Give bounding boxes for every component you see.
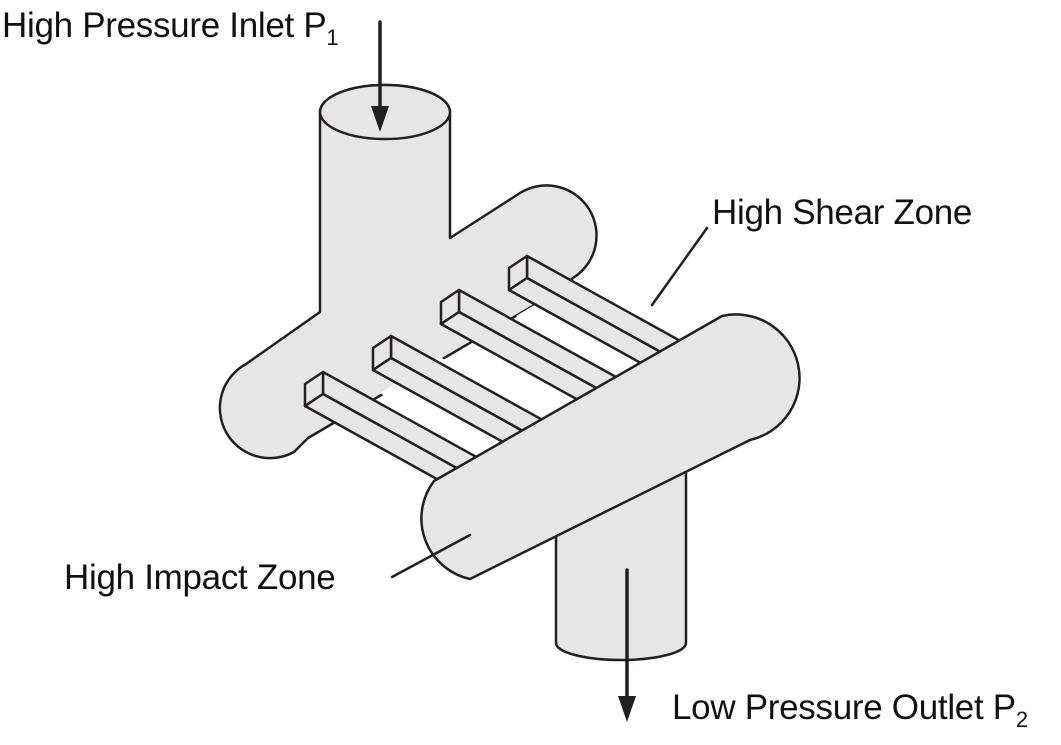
outlet-label-text: Low Pressure Outlet P — [672, 688, 1016, 727]
outlet-arrow-head-icon — [618, 696, 636, 722]
outlet-label-subscript: 2 — [1015, 707, 1028, 732]
inlet-label: High Pressure Inlet P1 — [2, 6, 339, 49]
inlet-label-subscript: 1 — [326, 25, 339, 50]
impact-ring — [420, 313, 801, 581]
inlet-arrow-head-icon — [371, 106, 389, 132]
inlet-label-text: High Pressure Inlet P — [2, 6, 327, 45]
impact-leader-line — [390, 533, 472, 579]
shear-leader-line — [650, 226, 709, 307]
outlet-label: Low Pressure Outlet P2 — [672, 688, 1028, 731]
shear-zone-label: High Shear Zone — [712, 193, 973, 232]
impact-zone-label: High Impact Zone — [64, 558, 336, 597]
